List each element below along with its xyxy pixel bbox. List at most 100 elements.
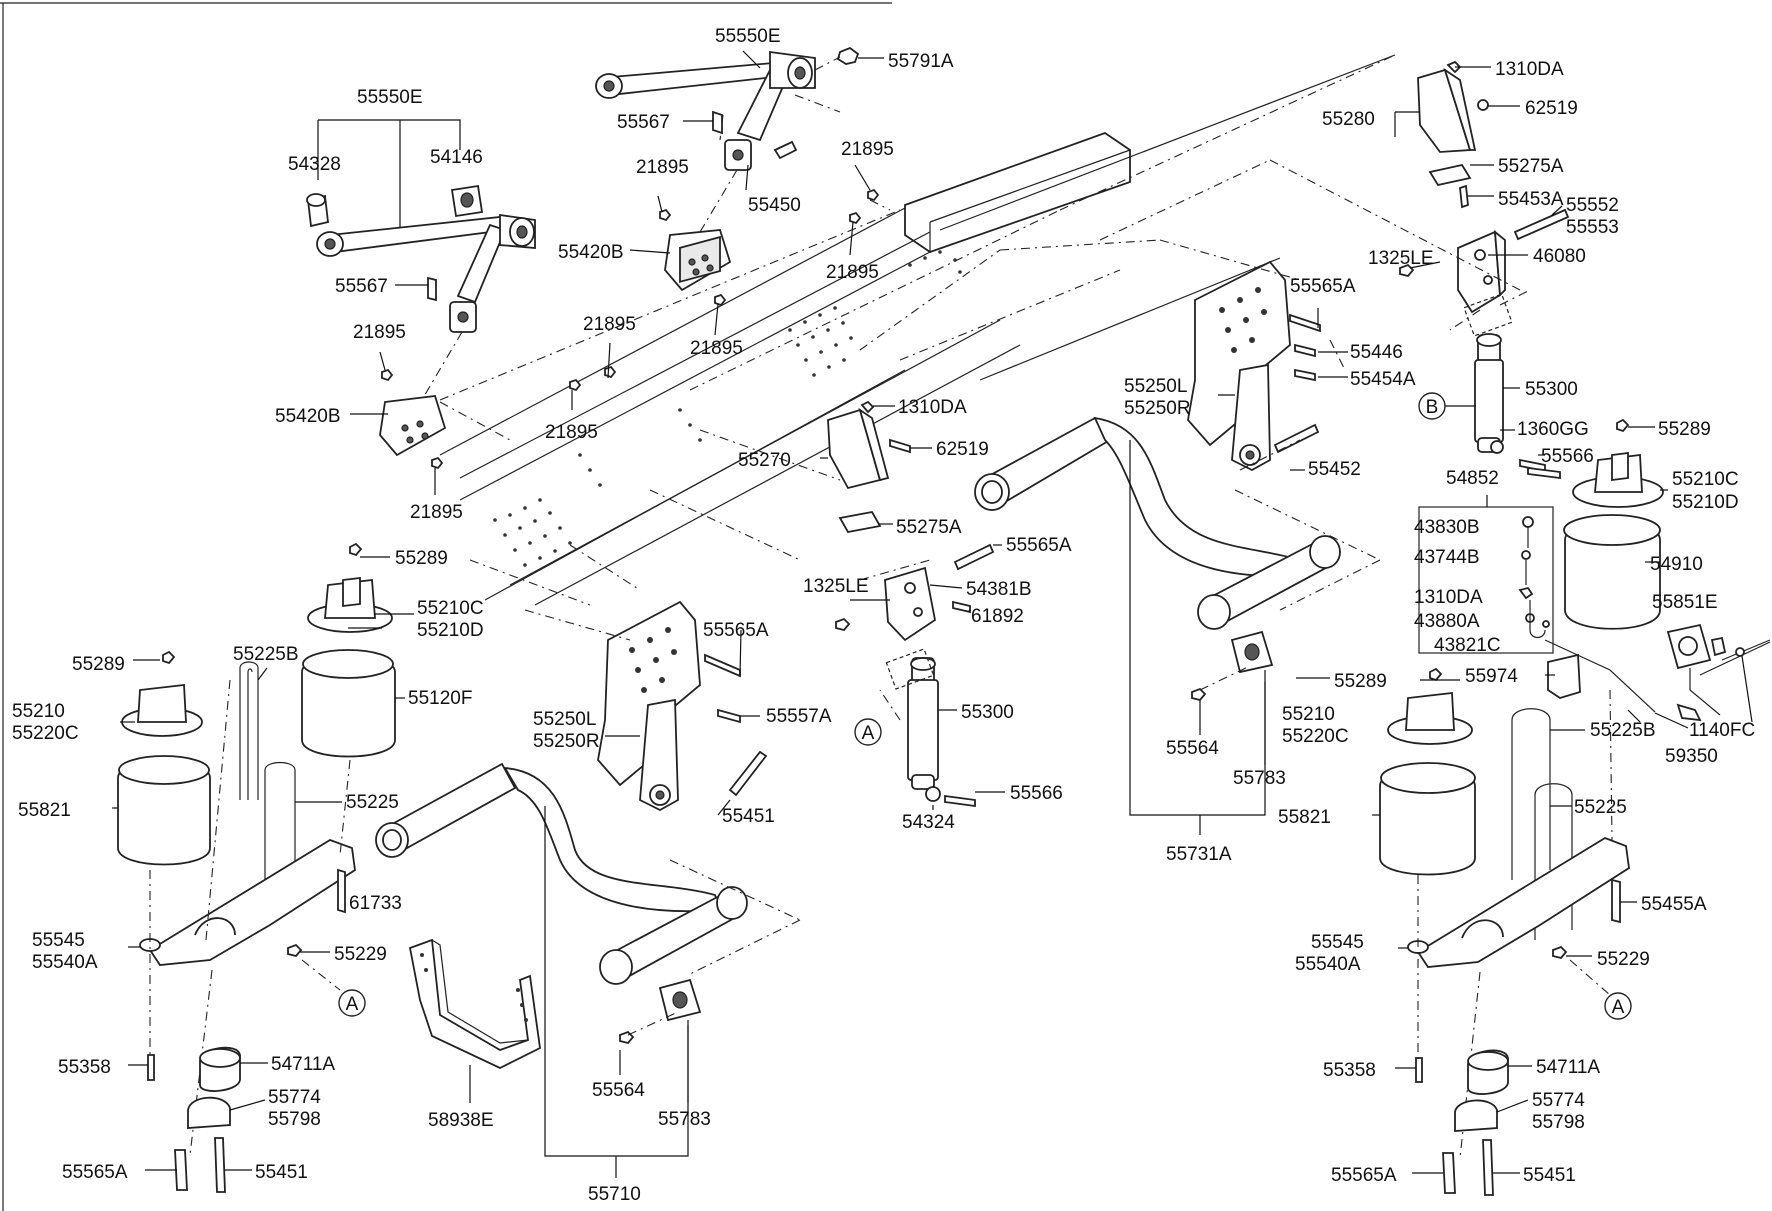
part-label-l14: 21895 — [583, 314, 636, 335]
part-label-l04: 54328 — [288, 154, 341, 175]
part-label-l26: 1325LE — [1368, 248, 1434, 269]
hanger-55250L-right — [1187, 260, 1321, 472]
valve-55851E — [1666, 623, 1771, 722]
part-label-l23: 55453A — [1498, 189, 1564, 210]
part-label-l10: 21895 — [826, 262, 879, 283]
part-label-l84: 55225 — [1574, 797, 1627, 818]
part-label-l44: 55275A — [896, 517, 962, 538]
callout-c1: A — [854, 718, 882, 746]
part-label-l46: 43830B — [1414, 517, 1480, 538]
part-label-l58: 43821C — [1434, 635, 1501, 656]
part-label-l83: 55821 — [1278, 807, 1331, 828]
part-label-l40: 55566 — [1541, 446, 1594, 467]
bolt-55565A-center — [953, 543, 995, 571]
callout-c2: A — [338, 989, 366, 1017]
part-label-l20: 62519 — [1525, 98, 1578, 119]
shock-absorber-center — [907, 657, 976, 808]
bracket-46080 — [1399, 208, 1570, 314]
part-label-l69: 55557A — [766, 706, 832, 727]
part-label-l91: 55545 — [1311, 932, 1364, 953]
bracket-55974 — [1547, 653, 1581, 699]
axle-55710 — [375, 762, 748, 1045]
part-label-l85: 55731A — [1166, 844, 1232, 865]
pin-55451-right — [1482, 1139, 1494, 1196]
callout-letter: A — [346, 994, 359, 1015]
part-label-l102: 54711A — [1536, 1057, 1600, 1078]
callout-c4: B — [1418, 392, 1446, 420]
part-label-l89: 55229 — [334, 944, 387, 965]
part-label-l17: 21895 — [545, 422, 598, 443]
callout-circle — [338, 989, 366, 1017]
part-label-l62: 55974 — [1465, 666, 1518, 687]
part-label-l103: 55774 — [1532, 1090, 1585, 1111]
part-label-l73: 55225B — [1590, 720, 1656, 741]
part-label-l70: 55300 — [961, 702, 1014, 723]
part-label-l39: 55289 — [1658, 419, 1711, 440]
bolt-55451 — [728, 750, 768, 797]
part-label-l28: 55565A — [1290, 276, 1356, 297]
part-label-l18: 21895 — [410, 502, 463, 523]
nut-55791A — [836, 46, 860, 65]
part-label-l50: 1325LE — [803, 576, 869, 597]
part-label-l100: 55783 — [658, 1109, 711, 1130]
part-label-l74: 1140FC — [1689, 720, 1755, 741]
part-label-l49: 55289 — [395, 548, 448, 569]
part-label-l56: 61892 — [971, 606, 1024, 627]
torque-arm-left — [306, 184, 536, 441]
part-label-l105: 55565A — [62, 1162, 128, 1183]
part-label-l53: 55851E — [1652, 592, 1718, 613]
part-label-l78: 55225 — [346, 792, 399, 813]
part-label-l88: 55540A — [32, 952, 98, 973]
part-label-l107: 55710 — [588, 1184, 641, 1205]
part-label-l52: 1310DA — [1414, 587, 1483, 608]
part-label-l95: 54711A — [271, 1054, 335, 1075]
part-label-l59: 55289 — [72, 654, 125, 675]
air-spring-54910 — [1563, 514, 1661, 630]
part-label-l30: 55454A — [1350, 369, 1416, 390]
rail-holes-middle — [678, 250, 962, 442]
part-label-l65: 55220C — [12, 723, 79, 744]
part-label-l48: 54910 — [1650, 554, 1703, 575]
part-label-l63: 55289 — [1334, 671, 1387, 692]
part-label-l97: 55774 — [268, 1087, 321, 1108]
part-label-l09: 21895 — [841, 139, 894, 160]
part-label-l12: 55567 — [335, 276, 388, 297]
part-label-l05: 54146 — [430, 147, 483, 168]
axle-seat-right — [1407, 837, 1630, 968]
callout-letter: B — [1426, 397, 1439, 418]
part-label-l108: 55565A — [1331, 1165, 1397, 1186]
leader-lines — [112, 50, 1753, 1174]
part-label-l67: 55250L — [533, 709, 596, 730]
part-label-l47: 43744B — [1414, 547, 1480, 568]
part-label-l92: 55540A — [1295, 954, 1361, 975]
part-label-l41: 54852 — [1446, 468, 1499, 489]
part-label-l03: 55550E — [357, 87, 423, 108]
part-label-l29: 55446 — [1350, 342, 1403, 363]
bolt-55552 — [1513, 208, 1570, 241]
bracket-55420B-top — [664, 229, 732, 292]
part-label-l38: 1360GG — [1517, 419, 1589, 440]
part-label-l64: 55210 — [12, 701, 65, 722]
u-bolts-left — [239, 661, 296, 900]
rod-box-54852 — [1418, 506, 1554, 654]
part-label-l13: 21895 — [353, 322, 406, 343]
part-label-l36: 55270 — [738, 450, 791, 471]
air-spring-55821-right — [1379, 667, 1476, 876]
bushing-54711A-left — [199, 1046, 241, 1092]
link-59350 — [1544, 639, 1656, 713]
air-spring-55120F — [301, 542, 396, 758]
part-label-l79: 55451 — [722, 806, 775, 827]
callout-circle — [1604, 992, 1632, 1020]
part-label-l08: 55450 — [748, 195, 801, 216]
part-label-l31: 55250L — [1124, 376, 1187, 397]
part-label-l21: 55280 — [1322, 109, 1375, 130]
part-label-l45: 55565A — [1006, 535, 1072, 556]
callout-letter: A — [1612, 997, 1625, 1018]
bracket-55420B-left — [379, 395, 447, 457]
part-label-l27: 46080 — [1533, 246, 1586, 267]
guide-lines — [439, 54, 1521, 976]
part-label-l80: 55566 — [1010, 783, 1063, 804]
air-spring-55210C-right — [1572, 418, 1664, 508]
nuts-21895 — [381, 188, 891, 470]
part-label-l24: 55552 — [1566, 195, 1619, 216]
